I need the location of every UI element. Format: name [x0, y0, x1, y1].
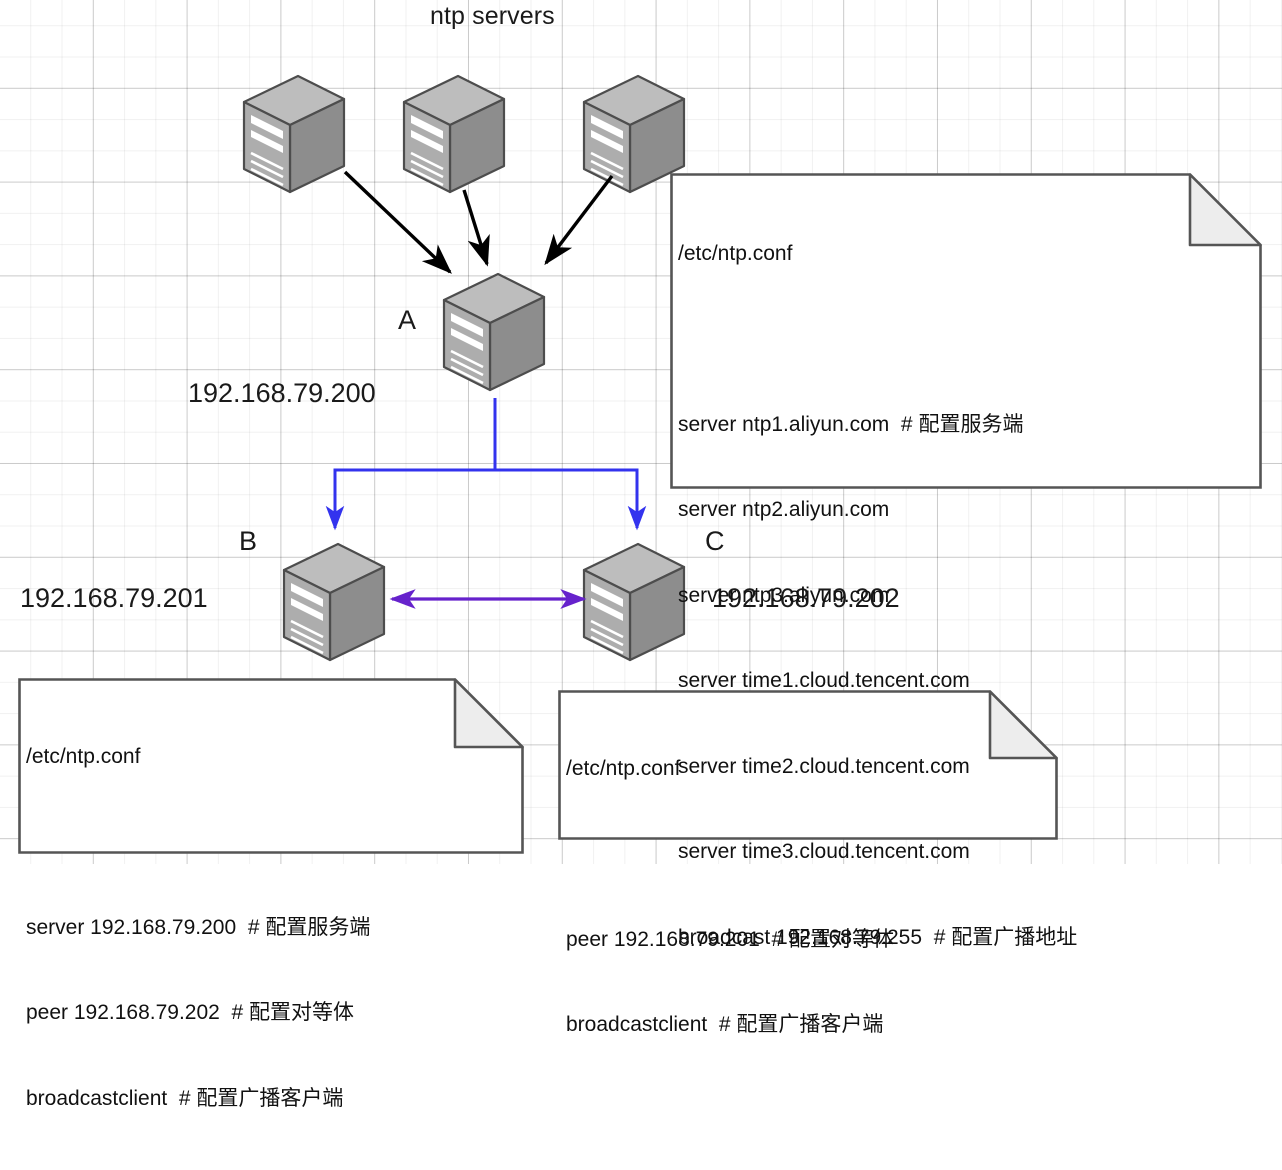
node-label-b: B [239, 526, 258, 556]
note-fold-corner-b [453, 678, 524, 749]
node-ip-c: 192.168.79.202 [712, 583, 900, 613]
note-line: broadcastclient # 配置广播客户端 [26, 1086, 344, 1110]
note-line: server time2.cloud.tencent.com [678, 754, 970, 778]
diagram-canvas: ntp servers A 192.168.79.200 B 192.168.7… [0, 0, 1282, 1110]
note-filename-b: /etc/ntp.conf [26, 745, 141, 768]
config-note-b: /etc/ntp.conf server 192.168.79.200 # 配置… [18, 678, 524, 1110]
note-line: server time1.cloud.tencent.com [678, 669, 970, 692]
config-note-main: /etc/ntp.conf server ntp1.aliyun.com # 配… [670, 173, 1262, 949]
server-icon-node-c [582, 542, 686, 662]
note-line: server ntp3.aliyun.com [678, 583, 890, 607]
note-content-c: /etc/ntp.conf peer 192.168.79.201 # 配置对等… [558, 690, 1058, 1097]
server-icon-upstream-3 [582, 74, 686, 194]
note-shape-b [18, 678, 524, 854]
note-line: broadcastclient # 配置广播客户端 [566, 1013, 884, 1036]
note-filename-main: /etc/ntp.conf [678, 242, 793, 265]
note-filename-c: /etc/ntp.conf [566, 757, 681, 780]
note-fold-corner-main [1188, 173, 1262, 247]
arrow-upstream3-to-a [544, 174, 614, 266]
connector-a-to-b [325, 398, 497, 531]
node-ip-a: 192.168.79.200 [188, 378, 376, 408]
diagram-title: ntp servers [430, 2, 555, 30]
note-spacer [26, 829, 524, 857]
server-icon-upstream-1 [242, 74, 346, 194]
server-icon-node-b [282, 542, 386, 662]
note-spacer [566, 841, 1058, 869]
arrow-upstream1-to-a [343, 170, 452, 274]
connector-a-to-c [493, 398, 647, 531]
arrow-upstream2-to-a [462, 189, 490, 267]
note-line: server 192.168.79.200 # 配置服务端 [26, 915, 371, 939]
note-shape-main [670, 173, 1262, 489]
node-label-c: C [705, 526, 725, 556]
note-spacer [678, 326, 1262, 354]
server-icon-upstream-2 [402, 74, 506, 194]
note-line: peer 192.168.79.202 # 配置对等体 [26, 1001, 355, 1024]
note-fold-corner-c [988, 690, 1058, 760]
note-line: server ntp1.aliyun.com # 配置服务端 [678, 412, 1024, 436]
note-line: peer 192.168.79.201 # 配置对等体 [566, 927, 895, 951]
node-ip-b: 192.168.79.201 [20, 583, 208, 613]
note-line: server ntp2.aliyun.com [678, 498, 890, 521]
note-shape-c [558, 690, 1058, 840]
config-note-c: /etc/ntp.conf peer 192.168.79.201 # 配置对等… [558, 690, 1058, 1036]
server-icon-node-a [442, 272, 546, 392]
note-line: server time3.cloud.tencent.com [678, 840, 970, 863]
node-label-a: A [398, 305, 417, 335]
note-content-b: /etc/ntp.conf server 192.168.79.200 # 配置… [18, 678, 524, 1170]
